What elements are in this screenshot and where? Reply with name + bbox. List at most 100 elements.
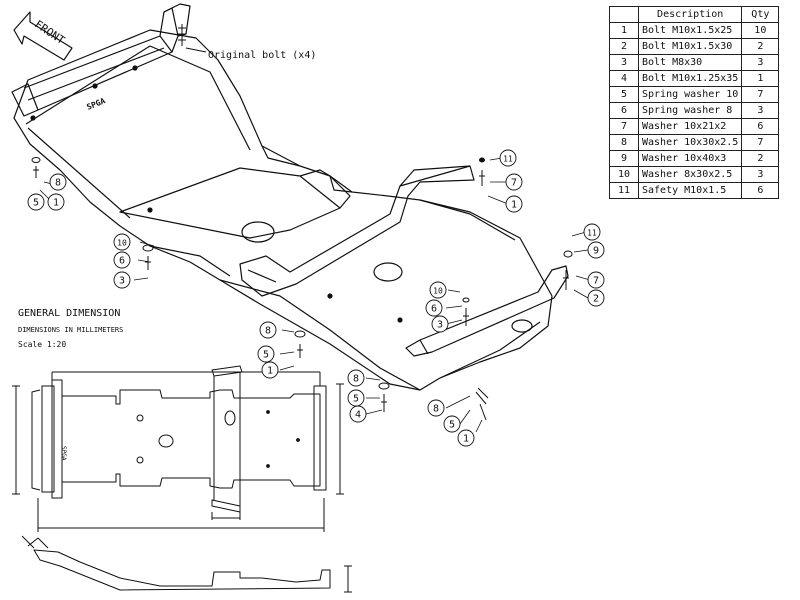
cell-no: 3 [609,54,639,71]
callout-circle [261,361,279,379]
callout-number: 3 [119,276,125,287]
cell-no: 4 [609,70,639,87]
cell-description: Bolt M10x1.25x35 [637,70,743,87]
side-elevation [21,535,352,593]
callout-circle [431,315,449,333]
general-dimension-title: GENERAL DIMENSION [18,308,121,319]
plan-marking: SPGA [60,446,67,461]
callout-number: 6 [431,304,437,315]
cell-description: Bolt M8x30 [637,54,743,71]
header-qty: Qty [741,6,780,23]
callout-number: 5 [263,350,269,361]
dimension-scale: Scale 1:20 [18,340,67,349]
original-bolt-label: Original bolt (x4) [208,50,316,61]
cell-description: Washer 10x40x3 [637,150,743,167]
callout-circle [113,251,131,269]
callout-circle [583,223,601,241]
fasteners [31,157,573,421]
callout-circle [113,271,131,289]
cell-qty: 10 [741,22,780,39]
callout-number: 8 [433,404,439,415]
cell-qty: 3 [741,54,780,71]
cell-description: Washer 8x30x2.5 [637,166,743,183]
cell-qty: 7 [741,134,780,151]
header-description: Description [637,6,743,23]
callout-number: 6 [119,256,125,267]
front-arrow-icon [13,11,73,61]
callout-circle [587,241,605,259]
callout-number: 1 [53,198,59,209]
callout-number: 8 [265,326,271,337]
cell-qty: 1 [741,70,780,87]
callout-number: 11 [503,155,513,164]
callout-number: 9 [593,246,599,257]
callout-circle [349,405,367,423]
callout-number: 7 [593,276,599,287]
callout-number: 1 [511,200,517,211]
callout-number: 11 [587,229,597,238]
callout-circle [457,429,475,447]
callout-circle [505,173,523,191]
callout-circle [259,321,277,339]
callout-circle [257,345,275,363]
cell-description: Safety M10x1.5 [637,182,743,199]
callout-number: 8 [55,178,61,189]
cell-no: 8 [609,134,639,151]
callout-circle [443,415,461,433]
cell-qty: 6 [741,118,780,135]
callout-circle [47,193,65,211]
callout-number: 4 [355,410,361,421]
callout-number: 8 [353,374,359,385]
cell-description: Spring washer 8 [637,102,743,119]
callout-number: 1 [463,434,469,445]
header-no [609,6,639,23]
callout-circle [113,233,131,251]
cell-qty: 3 [741,166,780,183]
cell-description: Washer 10x30x2.5 [637,134,743,151]
lower-bracket [405,265,569,357]
plan-view [12,365,344,532]
upper-bracket [239,165,475,297]
cell-qty: 7 [741,86,780,103]
cell-no: 10 [609,166,639,183]
cell-no: 9 [609,150,639,167]
callout-circle [27,193,45,211]
callout-circle [505,195,523,213]
callout-number: 5 [353,394,359,405]
callout-number: 5 [449,420,455,431]
callout-circle [587,289,605,307]
cell-no: 6 [609,102,639,119]
callout-number: 2 [593,294,599,305]
cell-description: Spring washer 10 [637,86,743,103]
cell-qty: 3 [741,102,780,119]
callout-number: 5 [33,198,39,209]
callout-number: 10 [433,287,443,296]
parts-table-header: Description Qty [609,6,780,23]
cell-description: Bolt M10x1.5x30 [637,38,743,55]
cell-no: 11 [609,182,639,199]
cell-qty: 6 [741,182,780,199]
callout-circle [499,149,517,167]
cell-qty: 2 [741,38,780,55]
callout-circle [429,281,447,299]
callout-circle [347,369,365,387]
callout-circle [425,299,443,317]
callout-number: 3 [437,320,443,331]
cell-qty: 2 [741,150,780,167]
cell-no: 5 [609,86,639,103]
callout-number: 10 [117,239,127,248]
cell-description: Bolt M10x1.5x25 [637,22,743,39]
callout-circle [49,173,67,191]
cell-no: 1 [609,22,639,39]
